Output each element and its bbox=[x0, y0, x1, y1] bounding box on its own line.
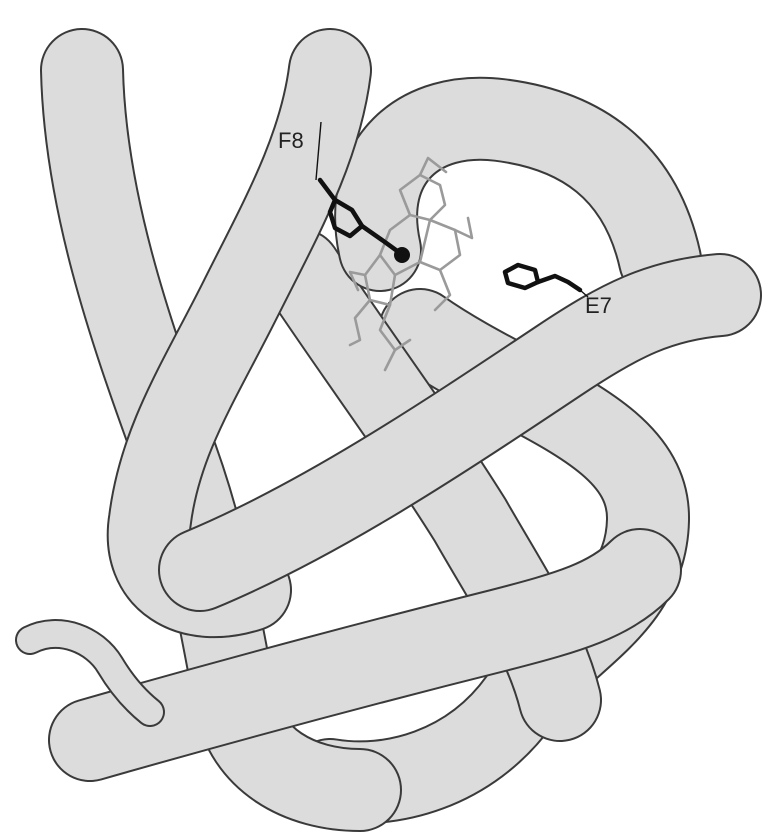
label-e7: E7 bbox=[585, 293, 612, 318]
residue-e7-side-chain bbox=[505, 265, 580, 290]
heme-iron-atom bbox=[394, 247, 410, 263]
label-f8: F8 bbox=[278, 128, 304, 153]
helix-upper-arch bbox=[376, 119, 660, 260]
